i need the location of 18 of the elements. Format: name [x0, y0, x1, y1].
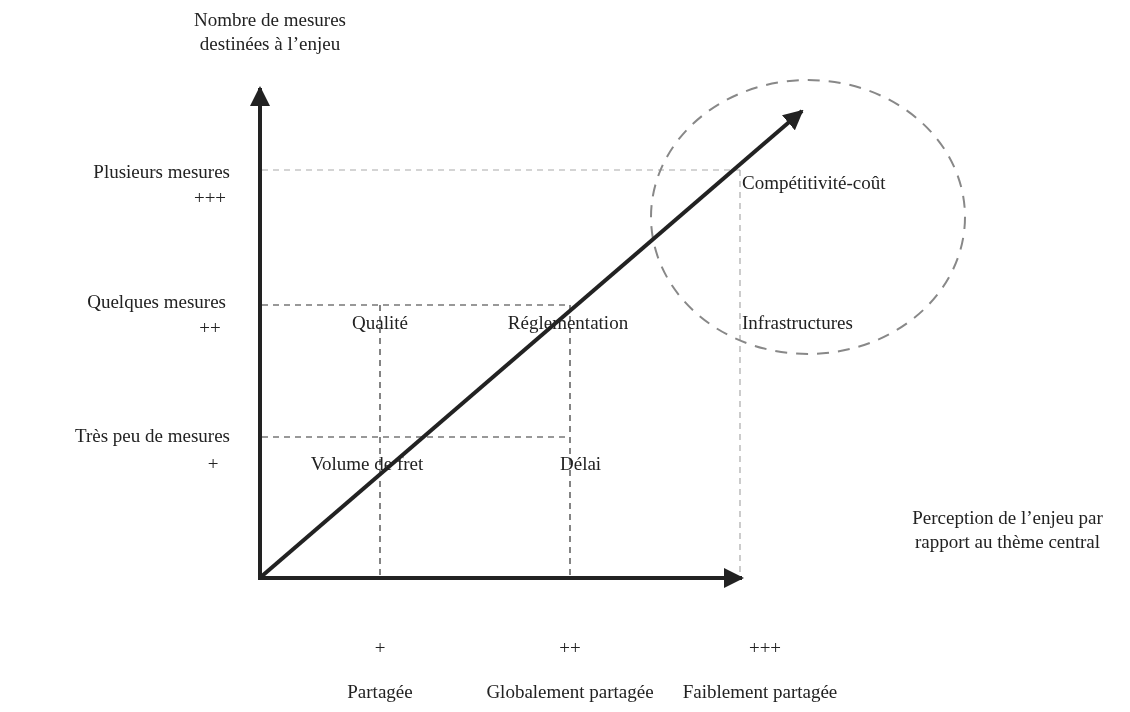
scale-label: Quelques mesures: [87, 290, 226, 314]
scale-label: Plusieurs mesures: [93, 160, 230, 184]
issue-label: Compétitivité-coût: [742, 171, 886, 195]
scale-label: Très peu de mesures: [75, 424, 230, 448]
scale-mark: +++: [748, 636, 782, 660]
scale-mark: ++: [559, 636, 581, 660]
scale-mark: +++: [193, 186, 227, 210]
scale-label: Partagée: [347, 680, 413, 704]
scale-label: Globalement partagée: [486, 680, 654, 704]
scale-mark: +: [207, 452, 219, 476]
scale-mark: +: [374, 636, 386, 660]
issue-label: Délai: [560, 452, 602, 476]
scale-label: Faiblement partagée: [682, 680, 838, 704]
issue-label: Infrastructures: [742, 311, 853, 335]
axis-title: Perception de l’enjeu par rapport au thème central: [911, 506, 1104, 554]
axis-title: Nombre de mesures destinées à l’enjeu: [193, 8, 347, 56]
issue-label: Qualité: [352, 311, 408, 335]
scale-mark: ++: [199, 316, 221, 340]
